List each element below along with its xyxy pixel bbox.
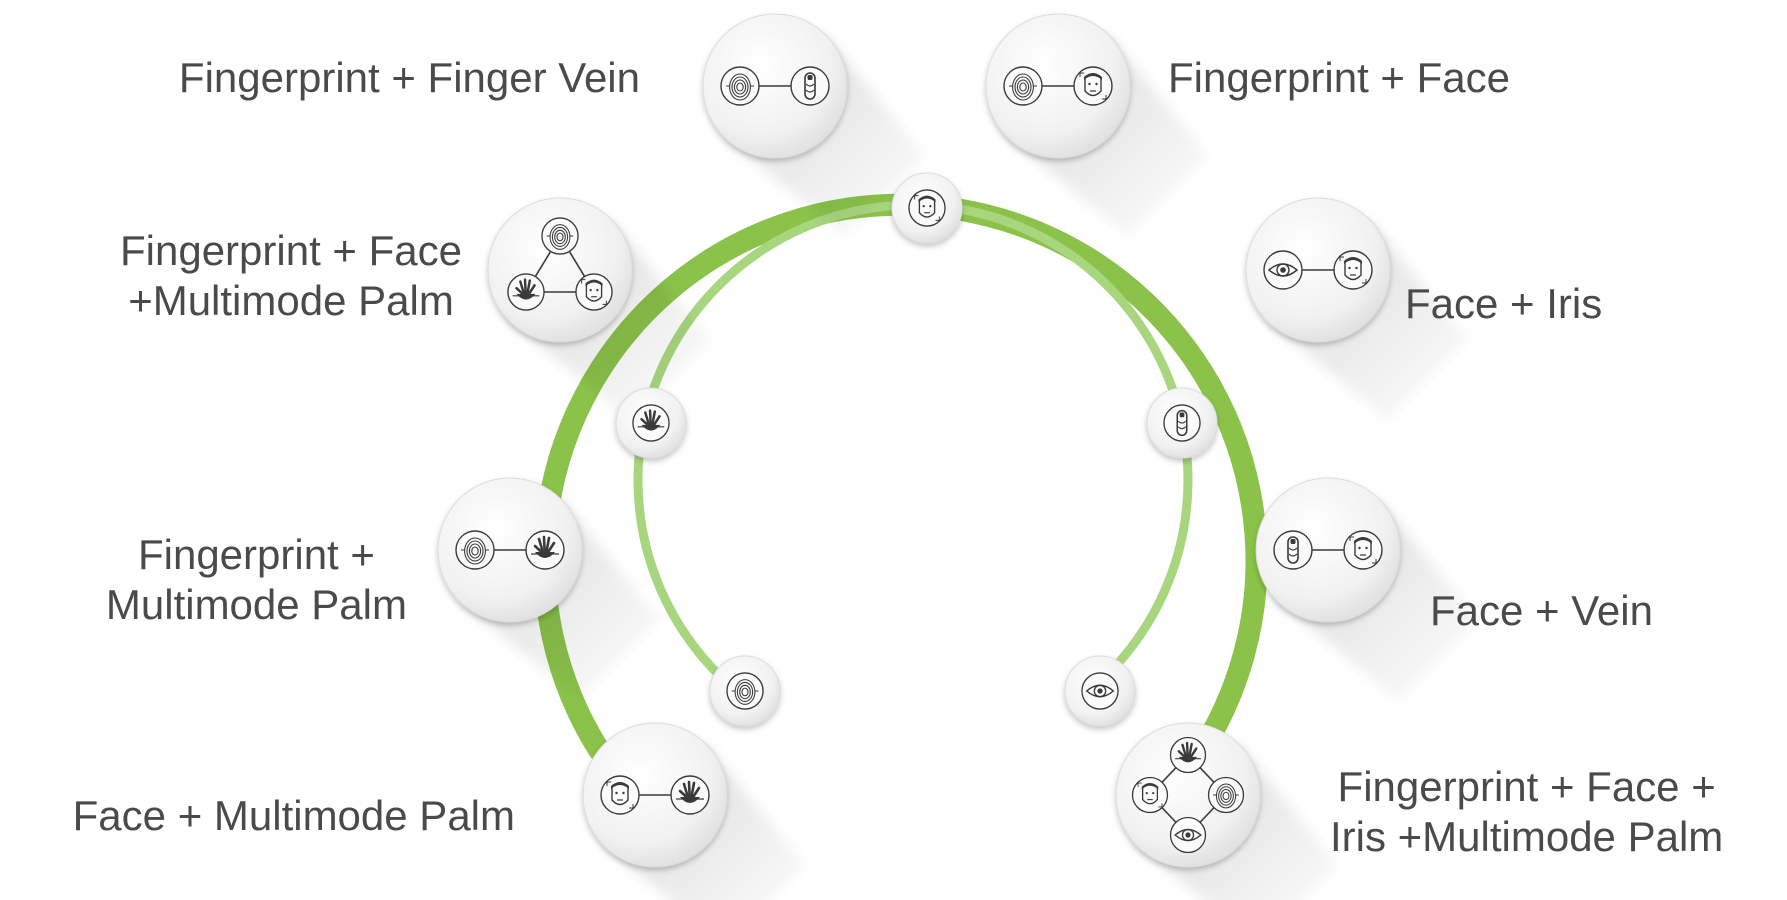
combination-nodes (437, 13, 1401, 868)
combination-node-fingerprint-finger-vein (702, 13, 848, 159)
fingerprint-icon (720, 66, 760, 106)
single-node-iris (1064, 655, 1136, 727)
face-icon (575, 273, 613, 311)
palm-icon (507, 273, 545, 311)
label-fingerprint-finger-vein: Fingerprint + Finger Vein (179, 53, 640, 103)
label-fingerprint-face: Fingerprint + Face (1168, 53, 1510, 103)
label-face-vein: Face + Vein (1430, 586, 1653, 636)
face-icon (1343, 530, 1383, 570)
face-icon (600, 775, 640, 815)
iris-icon (1263, 250, 1303, 290)
combination-node-fingerprint-face-palm (487, 197, 633, 343)
single-node-finger-vein (1146, 387, 1218, 459)
fingerprint-icon (541, 217, 579, 255)
combination-node-face-iris (1245, 197, 1391, 343)
combination-node-face-vein (1255, 477, 1401, 623)
finger-vein-icon (790, 66, 830, 106)
palm-icon (1169, 736, 1207, 774)
label-fingerprint-palm: Fingerprint + Multimode Palm (106, 530, 407, 630)
face-icon (1333, 250, 1373, 290)
label-face-iris: Face + Iris (1405, 279, 1602, 329)
single-node-fingerprint (709, 655, 781, 727)
single-node-palm (615, 387, 687, 459)
finger-vein-icon (1273, 530, 1313, 570)
palm-icon (632, 404, 670, 442)
label-fingerprint-face-iris-palm: Fingerprint + Face + Iris +Multimode Pal… (1330, 762, 1723, 862)
connector-triangle (524, 234, 596, 293)
label-line: +Multimode Palm (128, 277, 454, 324)
combination-node-fingerprint-palm (437, 477, 583, 623)
label-line: Fingerprint + Face (1168, 54, 1510, 101)
palm-icon (525, 530, 565, 570)
fingerprint-icon (726, 672, 764, 710)
label-face-palm: Face + Multimode Palm (73, 791, 515, 841)
combination-node-fingerprint-face (985, 13, 1131, 159)
label-line: Iris +Multimode Palm (1330, 813, 1724, 860)
fingerprint-icon (1207, 776, 1245, 814)
label-fingerprint-face-palm: Fingerprint + Face +Multimode Palm (120, 226, 462, 326)
finger-vein-icon (1163, 404, 1201, 442)
fingerprint-icon (1003, 66, 1043, 106)
fingerprint-icon (455, 530, 495, 570)
node-disc (1115, 722, 1261, 868)
label-line: Fingerprint + Finger Vein (178, 54, 640, 101)
label-line: Face + Iris (1405, 280, 1603, 327)
label-line: Fingerprint + Face (120, 227, 462, 274)
label-line: Face + Vein (1430, 587, 1653, 634)
combination-node-fingerprint-face-iris-palm (1115, 722, 1261, 868)
label-line: Fingerprint + (137, 531, 375, 578)
single-modality-nodes (615, 172, 1218, 727)
combination-node-face-palm (582, 722, 728, 868)
palm-icon (670, 775, 710, 815)
iris-icon (1169, 816, 1207, 854)
face-icon (908, 189, 946, 227)
face-icon (1073, 66, 1113, 106)
label-line: Multimode Palm (105, 581, 407, 628)
iris-icon (1081, 672, 1119, 710)
single-node-face (891, 172, 963, 244)
label-line: Face + Multimode Palm (72, 792, 515, 839)
label-line: Fingerprint + Face + (1337, 763, 1716, 810)
face-icon (1131, 776, 1169, 814)
